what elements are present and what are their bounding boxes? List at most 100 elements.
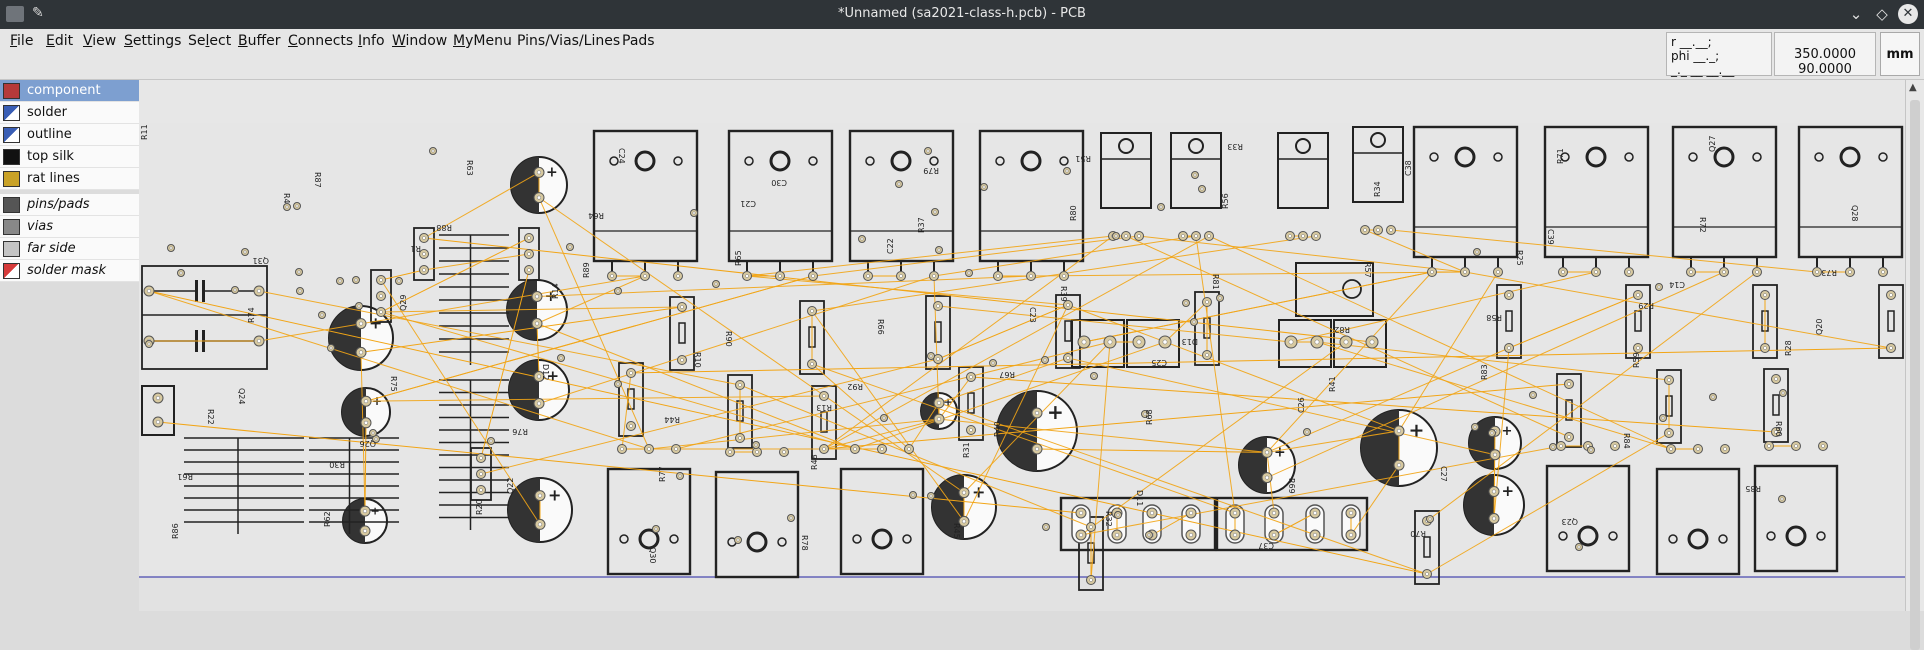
mounting-hole xyxy=(1558,531,1568,541)
refdes-label: C27 xyxy=(1439,466,1448,482)
minimize-icon[interactable]: ⌄ xyxy=(1849,5,1863,23)
cap-plate xyxy=(202,280,205,302)
pad-hole xyxy=(1689,270,1693,274)
close-icon[interactable]: ✕ xyxy=(1898,4,1918,24)
layer-top-silk[interactable]: top silk xyxy=(0,146,139,168)
pad-hole xyxy=(1363,228,1367,232)
ratline xyxy=(1208,235,1672,450)
pad-hole xyxy=(1794,444,1798,448)
pad-hole xyxy=(156,396,160,400)
menu-pins-vias-lines[interactable]: Pins/Vias/Lines xyxy=(517,33,621,49)
mounting-hole xyxy=(1429,152,1439,162)
refdes-label: R32 xyxy=(1104,511,1113,527)
menu-connects[interactable]: Connects xyxy=(288,33,354,49)
ratline xyxy=(811,310,965,522)
refdes-label: R68 xyxy=(1145,409,1154,425)
menu-pads[interactable]: Pads xyxy=(622,33,655,49)
scroll-up-icon[interactable]: ▲ xyxy=(1909,82,1917,93)
layer-color-swatch[interactable] xyxy=(3,83,20,99)
unit-toggle-button[interactable]: mm xyxy=(1880,32,1920,76)
scroll-thumb[interactable] xyxy=(1910,100,1920,650)
pad-hole xyxy=(285,205,289,209)
pad-hole xyxy=(1815,270,1819,274)
layer-color-swatch[interactable] xyxy=(3,219,20,235)
layer-color-swatch[interactable] xyxy=(3,127,20,143)
layer-far-side[interactable]: far side xyxy=(0,238,139,260)
pad-hole xyxy=(1288,339,1294,345)
component-outline xyxy=(518,227,540,281)
layer-outline[interactable]: outline xyxy=(0,124,139,146)
pad-hole xyxy=(1314,234,1318,238)
pad-hole xyxy=(1089,525,1093,529)
layer-color-swatch[interactable] xyxy=(3,105,20,121)
refdes-label: R56 xyxy=(1221,193,1230,209)
layer-color-swatch[interactable] xyxy=(3,241,20,257)
refdes-label: R48 xyxy=(810,454,819,470)
layer-color-swatch[interactable] xyxy=(3,149,20,165)
layer-color-swatch[interactable] xyxy=(3,197,20,213)
pad-hole xyxy=(674,447,678,451)
refdes-label: R62 xyxy=(323,511,332,527)
layer-vias[interactable]: vias xyxy=(0,216,139,238)
pcb-canvas[interactable]: ++++++++++++++ R11R4R1R14R10R13R31R32R33… xyxy=(139,80,1905,611)
menu-info[interactable]: Info xyxy=(358,33,385,49)
pad-hole xyxy=(527,236,531,240)
resistor-body xyxy=(1772,394,1780,416)
layer-pins-pads[interactable]: pins/pads xyxy=(0,194,139,216)
refdes-label: R70 xyxy=(1410,529,1426,538)
app-icon[interactable] xyxy=(6,6,24,22)
refdes-label: C30 xyxy=(771,178,787,187)
layer-solder-mask[interactable]: solder mask xyxy=(0,260,139,282)
board-drawing[interactable]: ++++++++++++++ R11R4R1R14R10R13R31R32R33… xyxy=(139,80,1905,611)
menu-select[interactable]: Select xyxy=(188,33,232,49)
component-outline xyxy=(1878,284,1904,359)
vertical-scrollbar[interactable]: ▲ xyxy=(1905,80,1924,650)
layer-rat-lines[interactable]: rat lines xyxy=(0,168,139,190)
pin-icon[interactable]: ✎ xyxy=(32,5,44,21)
pad-hole xyxy=(907,447,911,451)
layer-color-swatch[interactable] xyxy=(3,171,20,187)
pad-hole xyxy=(379,310,383,314)
layer-component[interactable]: component xyxy=(0,80,139,102)
pad-hole xyxy=(363,509,367,514)
menu-buffer[interactable]: Buffer xyxy=(238,33,281,49)
pad-hole xyxy=(479,488,483,492)
pad-hole xyxy=(969,428,973,432)
refdes-label: R30 xyxy=(329,460,345,469)
pad-hole xyxy=(1475,250,1479,254)
pad-hole xyxy=(147,289,151,293)
pad-hole xyxy=(1124,234,1128,238)
pad-hole xyxy=(1490,431,1494,435)
pad-hole xyxy=(479,472,483,476)
menu-edit[interactable]: Edit xyxy=(46,33,74,49)
pad-hole xyxy=(359,321,363,326)
menu-window[interactable]: Window xyxy=(392,33,448,49)
restore-icon[interactable]: ◇ xyxy=(1876,5,1888,23)
pad-hole xyxy=(371,431,375,435)
ratline xyxy=(423,171,540,239)
refdes-label: Q20 xyxy=(1815,319,1824,335)
menu-mymenu[interactable]: MyMenu xyxy=(453,33,512,49)
pads-group xyxy=(143,147,1896,585)
pad-hole xyxy=(1043,358,1047,362)
menu-settings[interactable]: Settings xyxy=(124,33,182,49)
component-outline xyxy=(1215,496,1369,552)
pad-hole xyxy=(969,375,973,379)
refdes-label: C14 xyxy=(1669,280,1685,289)
mounting-hole xyxy=(619,534,629,544)
menu-view[interactable]: View xyxy=(83,33,117,49)
pad-hole xyxy=(422,236,426,240)
mounting-hole xyxy=(929,156,939,166)
layer-solder[interactable]: solder xyxy=(0,102,139,124)
pad-hole xyxy=(1150,511,1154,515)
mounting-hole xyxy=(852,534,862,544)
refdes-label: C23 xyxy=(1028,307,1037,323)
pad-hole xyxy=(1496,270,1500,274)
layer-color-swatch[interactable] xyxy=(3,263,20,279)
refdes-label: R25 xyxy=(1515,250,1524,266)
pad-hole xyxy=(991,361,995,365)
menu-file[interactable]: File xyxy=(10,33,34,49)
pad-hole xyxy=(1667,431,1671,435)
pad-hole xyxy=(1079,533,1083,537)
pad-hole xyxy=(822,394,826,398)
